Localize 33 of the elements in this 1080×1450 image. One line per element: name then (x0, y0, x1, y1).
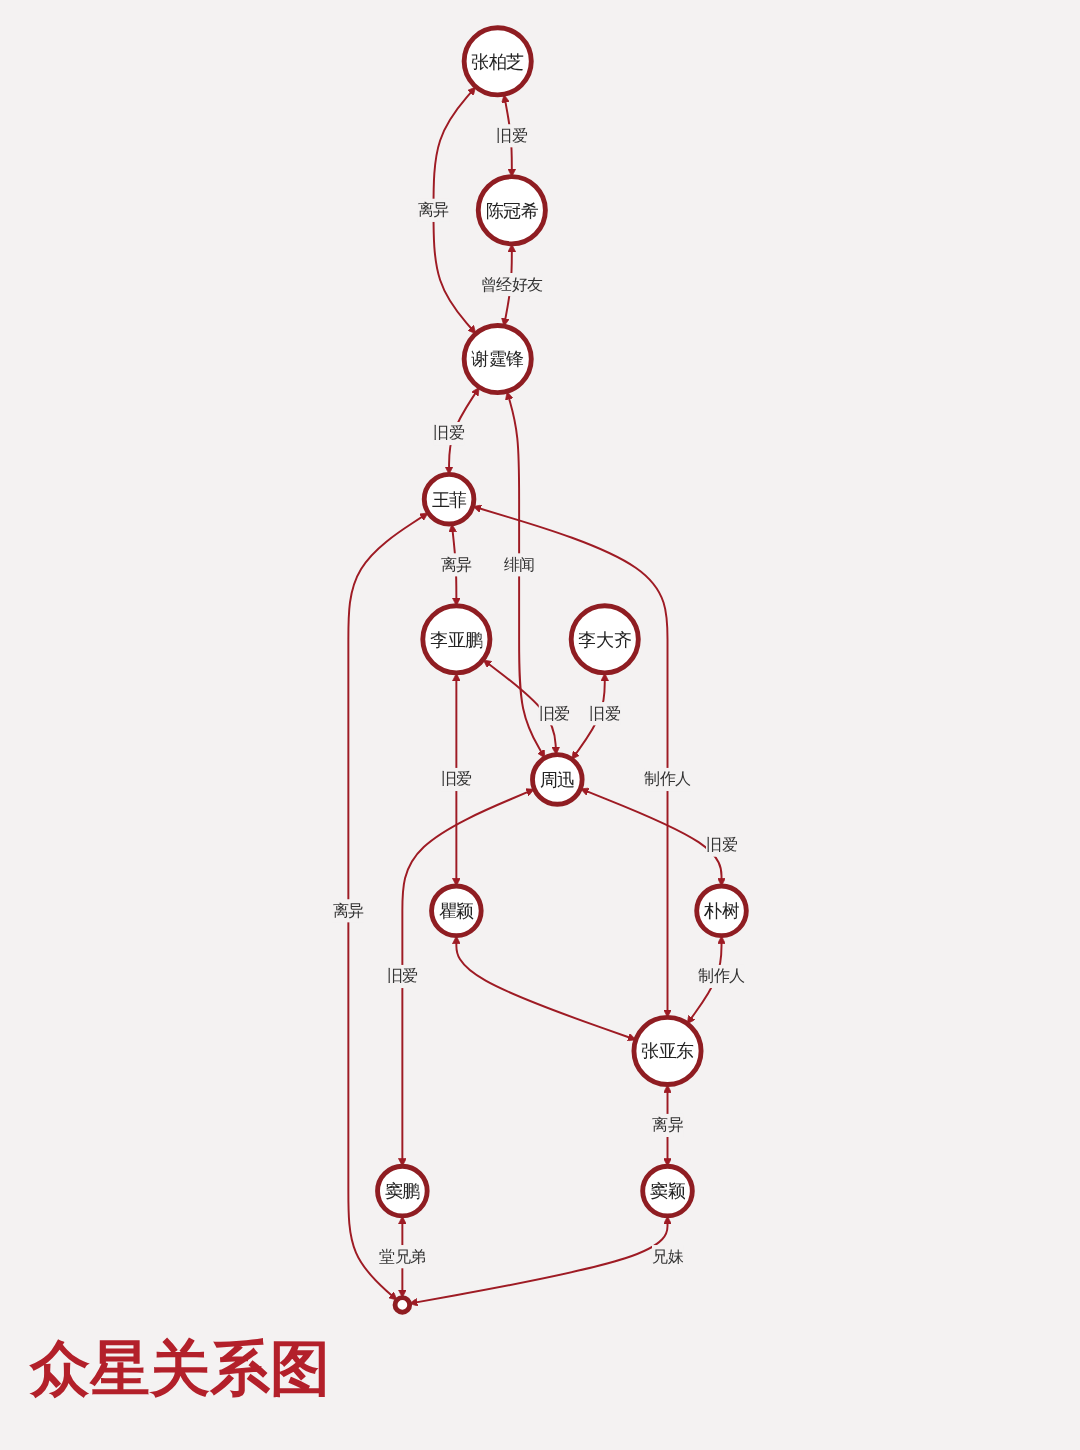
node-circle: 谢霆锋 (462, 323, 535, 396)
edge-label: 制作人 (644, 769, 692, 789)
node-circle: 陈冠希 (476, 174, 549, 247)
node-circle: 李亚鹏 (420, 603, 493, 676)
edge-label: 堂兄弟 (379, 1247, 427, 1266)
edge-label: 旧爱 (539, 704, 571, 723)
edge-label: 曾经好友 (481, 274, 544, 294)
node-circle: 李大齐 (569, 603, 642, 676)
edge-label: 绯闻 (503, 555, 536, 574)
node-circle: 张柏芝 (462, 25, 535, 98)
node-circle: 瞿颖 (429, 883, 485, 939)
node-circle: 王菲 (422, 472, 477, 527)
diagram-title: 众星关系图 (30, 1332, 330, 1405)
arrow (505, 391, 546, 759)
node-circle: 张亚东 (631, 1014, 704, 1087)
edge-label: 离异 (333, 901, 365, 920)
edge-label: 旧爱 (441, 769, 473, 789)
node-circle: 窦鹏 (375, 1163, 431, 1219)
edge-label: 旧爱 (589, 704, 621, 723)
node-circle: 周迅 (530, 752, 585, 807)
edge-label: 旧爱 (706, 835, 738, 854)
edge-label: 兄妹 (652, 1247, 684, 1266)
edge-label: 离异 (652, 1115, 684, 1135)
edge-label: 旧爱 (387, 966, 419, 986)
node-circle (393, 1295, 413, 1315)
edge-label: 旧爱 (433, 423, 466, 443)
node-circle: 窦颖 (640, 1163, 696, 1219)
arrow (432, 86, 477, 335)
node-circle: 朴树 (694, 883, 750, 939)
edge-label: 离异 (418, 200, 450, 219)
edge-label: 旧爱 (496, 126, 528, 145)
edge-label: 制作人 (698, 966, 746, 986)
edge-label: 离异 (441, 555, 473, 574)
